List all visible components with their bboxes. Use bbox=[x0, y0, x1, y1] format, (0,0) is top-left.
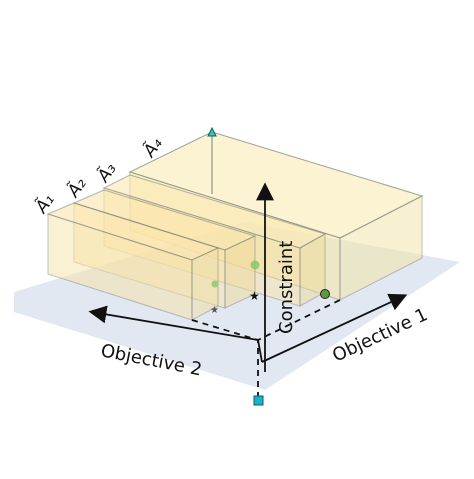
star-2-marker: ★ bbox=[210, 305, 219, 316]
objective-1-base bbox=[257, 339, 263, 363]
constraint-label: Constraint bbox=[276, 241, 297, 334]
objective-1-arrow bbox=[261, 293, 408, 363]
green-point-1-marker bbox=[250, 260, 260, 270]
star-1-marker: ★ bbox=[249, 289, 260, 303]
objective-2-arrow bbox=[88, 305, 259, 341]
top-triangle-marker bbox=[207, 126, 217, 137]
bottom-square-marker bbox=[253, 395, 264, 406]
box-a1 bbox=[46, 202, 220, 321]
green-point-2-marker bbox=[211, 280, 219, 288]
green-point-3-marker bbox=[320, 289, 330, 299]
